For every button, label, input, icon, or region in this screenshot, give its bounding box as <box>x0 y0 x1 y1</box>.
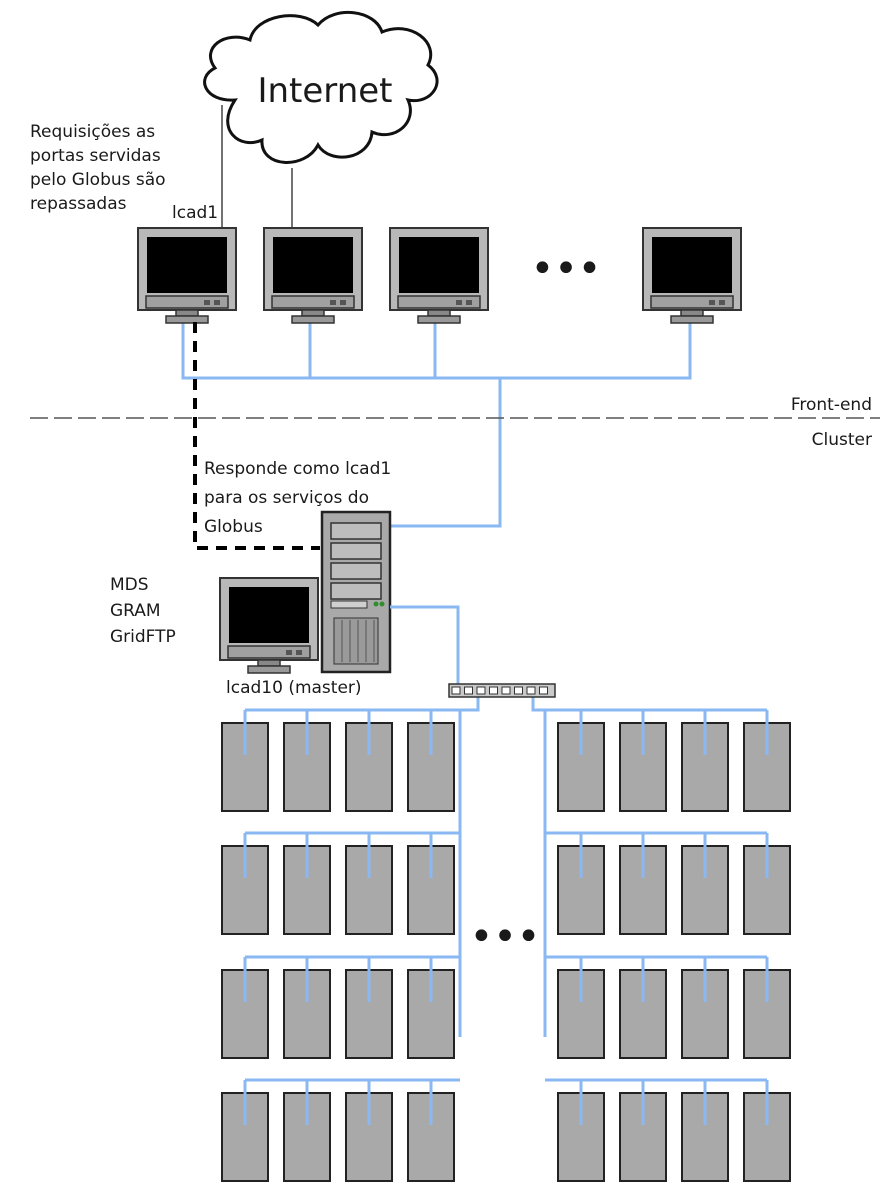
left-trunk <box>458 697 480 1037</box>
network-switch <box>448 683 556 698</box>
lcad1-label: lcad1 <box>172 203 218 223</box>
switch-port <box>514 686 523 695</box>
forward-note-line-2: portas servidas <box>30 146 161 166</box>
switch-port <box>464 686 473 695</box>
frontend-monitor-3 <box>389 227 489 324</box>
responds-note-line-3: Globus <box>204 517 263 537</box>
master-switch-link <box>390 605 460 684</box>
cluster-label: Cluster <box>812 430 872 450</box>
front-end-label: Front-end <box>791 395 872 415</box>
frontend-network <box>181 322 692 528</box>
master-server-tower <box>320 510 392 674</box>
right-trunk <box>531 697 547 1037</box>
forwarding-dashed-path <box>193 322 320 550</box>
service-gridftp: GridFTP <box>110 627 176 647</box>
responds-note-line-1: Responde como lcad1 <box>204 459 391 479</box>
frontend-monitor-lcad1 <box>137 227 237 324</box>
cloud-icon <box>203 10 439 164</box>
services-list: MDS GRAM GridFTP <box>110 575 176 647</box>
compute-node-icon <box>619 969 667 1059</box>
service-gram: GRAM <box>110 601 161 621</box>
master-label: lcad10 (master) <box>226 678 362 698</box>
forward-note-line-4: repassadas <box>30 194 127 214</box>
master-monitor <box>219 577 319 674</box>
switch-port <box>526 686 536 695</box>
frontend-monitor-2 <box>263 227 363 324</box>
responds-note-line-2: para os serviços do <box>204 488 369 508</box>
switch-port <box>489 686 498 695</box>
forward-note-line-1: Requisições as <box>30 122 155 142</box>
frontend-monitor-last <box>642 227 742 324</box>
cluster-trunks <box>458 697 547 1037</box>
switch-port <box>539 686 548 695</box>
compute-node-icon <box>283 1092 331 1182</box>
switch-port <box>476 686 486 695</box>
internet-cloud: Internet <box>203 10 439 164</box>
frontend-uplink-to-master <box>390 378 502 528</box>
compute-nodes <box>221 708 791 1182</box>
forward-note-line-3: pelo Globus são <box>30 170 166 190</box>
responds-note: Responde como lcad1 para os serviços do … <box>204 459 391 537</box>
cluster-ellipsis: ••• <box>470 914 541 960</box>
service-mds: MDS <box>110 575 149 595</box>
switch-port <box>501 686 511 695</box>
compute-node-icon <box>407 1092 455 1182</box>
frontend-ellipsis: ••• <box>531 246 602 292</box>
forwarding-note: Requisições as portas servidas pelo Glob… <box>30 122 166 214</box>
internet-label: Internet <box>257 71 392 111</box>
switch-port <box>451 686 461 695</box>
